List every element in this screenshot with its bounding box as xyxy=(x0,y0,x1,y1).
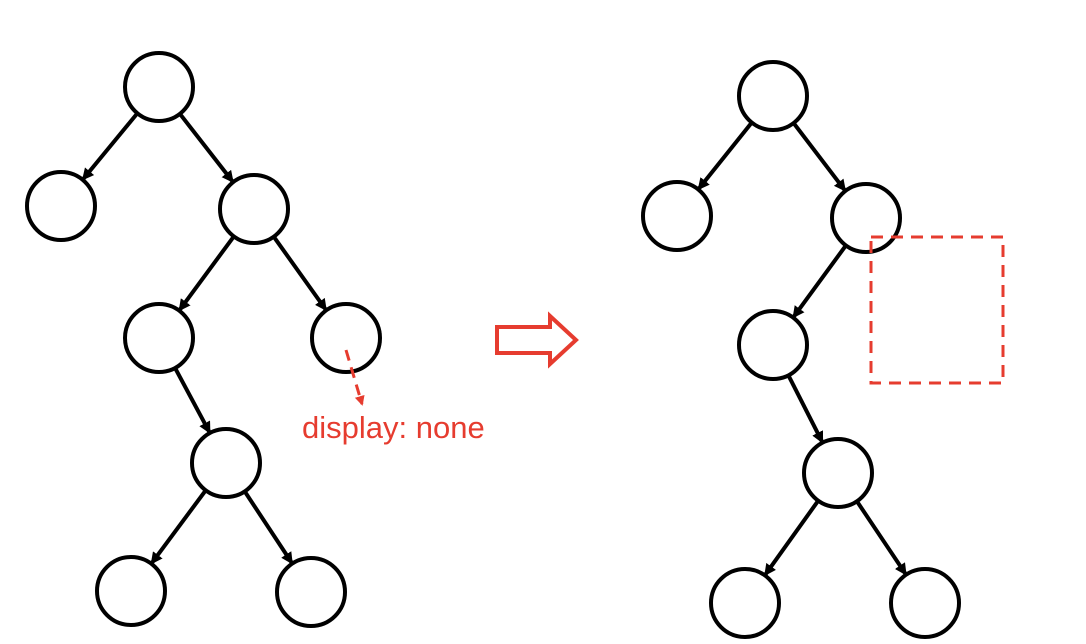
tree-node-a xyxy=(25,170,97,242)
tree-node-a xyxy=(641,180,713,252)
annotation-label: display: none xyxy=(302,410,485,445)
edge-b-c xyxy=(792,244,848,319)
edge-root-b xyxy=(178,112,235,183)
edge-e-g xyxy=(243,490,294,565)
edge-root-b xyxy=(792,121,847,192)
edge-root-a xyxy=(697,121,754,191)
tree-node-c xyxy=(737,309,809,381)
edge-b-c xyxy=(178,235,236,312)
removed-node-placeholder xyxy=(869,235,1005,385)
edge-c-e xyxy=(173,367,212,434)
tree-node-e xyxy=(190,427,262,499)
tree-node-f xyxy=(95,555,167,627)
tree-node-g xyxy=(889,567,961,639)
tree-node-root xyxy=(737,60,809,132)
edge-c-e xyxy=(786,374,824,444)
edge-b-d xyxy=(272,235,328,312)
edge-root-a xyxy=(81,111,139,181)
tree-node-b xyxy=(218,173,290,245)
tree-node-d xyxy=(310,302,382,374)
edge-e-f xyxy=(763,499,820,577)
tree-node-b xyxy=(830,182,902,254)
hidden-node-pointer xyxy=(344,349,365,406)
tree-node-root xyxy=(123,51,195,123)
right-tree xyxy=(641,60,961,639)
left-tree xyxy=(25,51,382,628)
tree-node-e xyxy=(802,437,874,509)
tree-node-f xyxy=(709,567,781,639)
right-arrow-icon xyxy=(495,311,579,369)
tree-node-g xyxy=(275,556,347,628)
edge-e-f xyxy=(150,489,208,565)
tree-node-c xyxy=(123,302,195,374)
edge-e-g xyxy=(855,500,908,576)
